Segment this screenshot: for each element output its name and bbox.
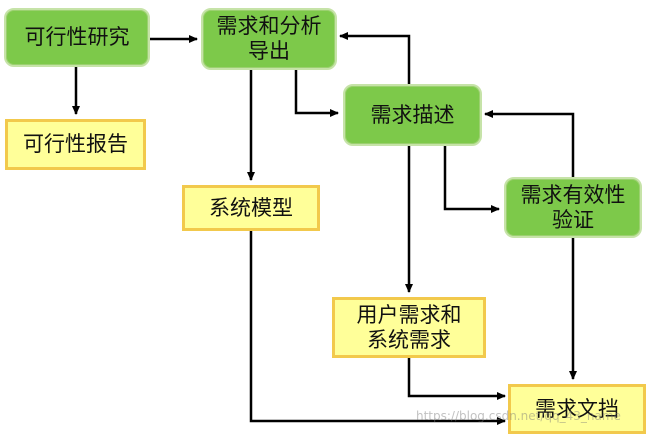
edge-description-to-analysis <box>339 32 411 84</box>
node-req-description[interactable]: 需求描述 <box>343 84 482 146</box>
node-feasibility-report[interactable]: 可行性报告 <box>5 119 146 170</box>
node-feasibility-study[interactable]: 可行性研究 <box>4 8 150 67</box>
node-system-model[interactable]: 系统模型 <box>182 185 320 231</box>
node-user-system-reqs[interactable]: 用户需求和 系统需求 <box>332 297 486 358</box>
node-req-document[interactable]: 需求文挡 <box>508 384 646 434</box>
node-req-validation[interactable]: 需求有效性 验证 <box>504 177 642 238</box>
edge-validation-to-description <box>484 110 575 177</box>
edge-userreqs-to-document <box>407 358 506 400</box>
node-req-analysis[interactable]: 需求和分析 导出 <box>201 8 337 70</box>
edge-analysis-to-description <box>294 70 339 117</box>
edge-description-to-validation <box>443 146 500 213</box>
edge-model-to-document <box>249 231 506 425</box>
watermark-text: https://blog.csdn.net/qq_43_name <box>416 409 621 423</box>
